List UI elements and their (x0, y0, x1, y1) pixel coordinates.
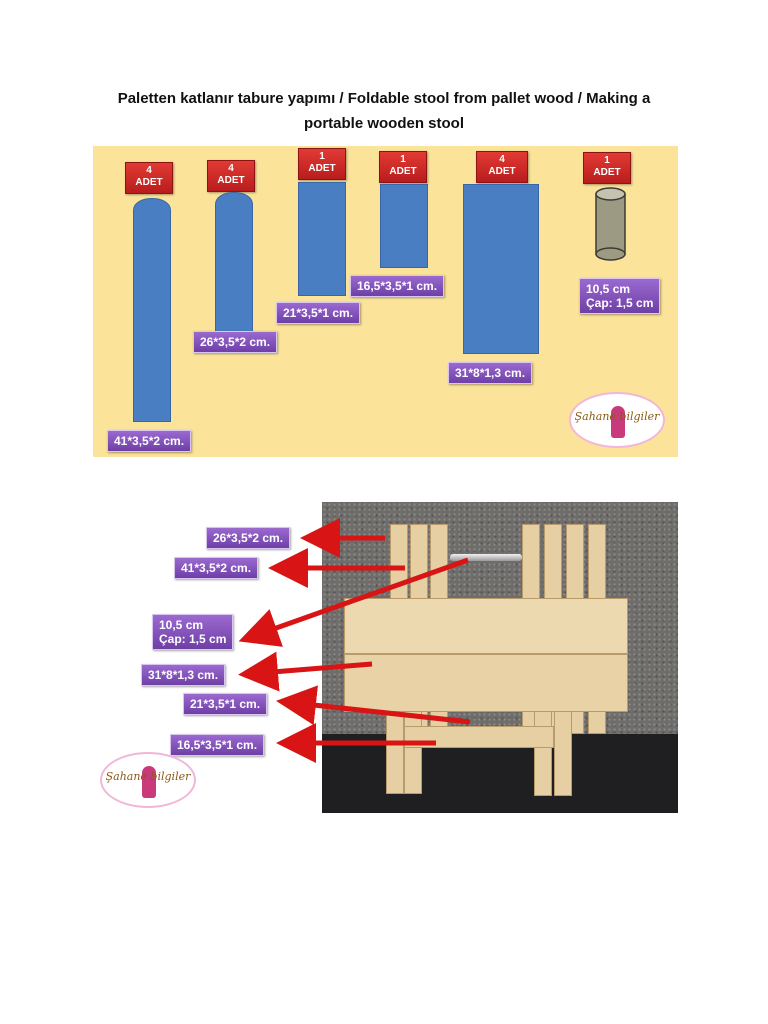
quantity-badge-dowel: 1 ADET (583, 152, 631, 184)
label-crossbar: 21*3,5*1 cm. (276, 302, 361, 324)
photo-label-dowel: 10,5 cm Çap: 1,5 cm (152, 614, 234, 650)
photo-label-seat-slat: 31*8*1,3 cm. (141, 664, 226, 686)
badge-unit: ADET (488, 166, 516, 177)
photo-label-small-bar: 16,5*3,5*1 cm. (170, 734, 265, 756)
badge-unit: ADET (217, 175, 245, 186)
badge-count: 4 (146, 165, 152, 176)
quantity-badge-leg-short: 4 ADET (207, 160, 255, 192)
label-leg-short: 26*3,5*2 cm. (193, 331, 278, 353)
label-dowel-diameter: Çap: 1,5 cm (586, 296, 654, 310)
badge-count: 4 (228, 163, 234, 174)
quantity-badge-small-bar: 1 ADET (379, 151, 427, 183)
piece-leg-short (215, 192, 253, 336)
label-dowel-length: 10,5 cm (586, 282, 631, 296)
quantity-badge-seat-slat: 4 ADET (476, 151, 528, 183)
badge-count: 4 (499, 154, 505, 165)
title-line-2: portable wooden stool (304, 115, 464, 132)
brand-logo-lower: Şahane bilgiler (100, 752, 196, 808)
photo-label-crossbar: 21*3,5*1 cm. (183, 693, 268, 715)
badge-unit: ADET (308, 163, 336, 174)
photo-label-dowel-length: 10,5 cm (159, 618, 204, 632)
stool-seat-slat (344, 654, 628, 712)
brand-logo: Şahane bilgiler (569, 392, 665, 448)
piece-seat-slat (463, 184, 539, 354)
quantity-badge-leg-long: 4 ADET (125, 162, 173, 194)
piece-dowel (595, 187, 626, 261)
label-seat-slat: 31*8*1,3 cm. (448, 362, 533, 384)
photo-label-leg-short: 26*3,5*2 cm. (206, 527, 291, 549)
logo-figure-icon (611, 406, 625, 438)
logo-figure-icon (142, 766, 156, 798)
piece-crossbar (298, 182, 346, 296)
label-dowel: 10,5 cm Çap: 1,5 cm (579, 278, 661, 314)
stool-seat-slat (344, 598, 628, 654)
label-small-bar: 16,5*3,5*1 cm. (350, 275, 445, 297)
logo-text: Şahane bilgiler (574, 410, 660, 423)
badge-unit: ADET (593, 167, 621, 178)
label-leg-long: 41*3,5*2 cm. (107, 430, 192, 452)
photo-label-dowel-diameter: Çap: 1,5 cm (159, 632, 227, 646)
badge-unit: ADET (135, 177, 163, 188)
badge-count: 1 (319, 151, 325, 162)
arrow-crossbar (276, 685, 471, 726)
quantity-badge-crossbar: 1 ADET (298, 148, 346, 180)
badge-count: 1 (604, 155, 610, 166)
arrow-seat-slat (238, 651, 373, 692)
page-title: Paletten katlanır tabure yapımı / Foldab… (60, 86, 708, 136)
badge-count: 1 (400, 154, 406, 165)
piece-small-bar (380, 184, 428, 268)
stool-dowel (450, 554, 522, 561)
photo-label-leg-long: 41*3,5*2 cm. (174, 557, 259, 579)
badge-unit: ADET (389, 166, 417, 177)
logo-text: Şahane bilgiler (105, 770, 191, 783)
title-line-1: Paletten katlanır tabure yapımı / Foldab… (117, 90, 651, 107)
arrow-dowel (238, 557, 469, 647)
stool-crossbar (404, 726, 554, 748)
piece-leg-long (133, 198, 171, 422)
parts-diagram: 4 ADET 41*3,5*2 cm. 4 ADET 26*3,5*2 cm. … (93, 146, 678, 457)
